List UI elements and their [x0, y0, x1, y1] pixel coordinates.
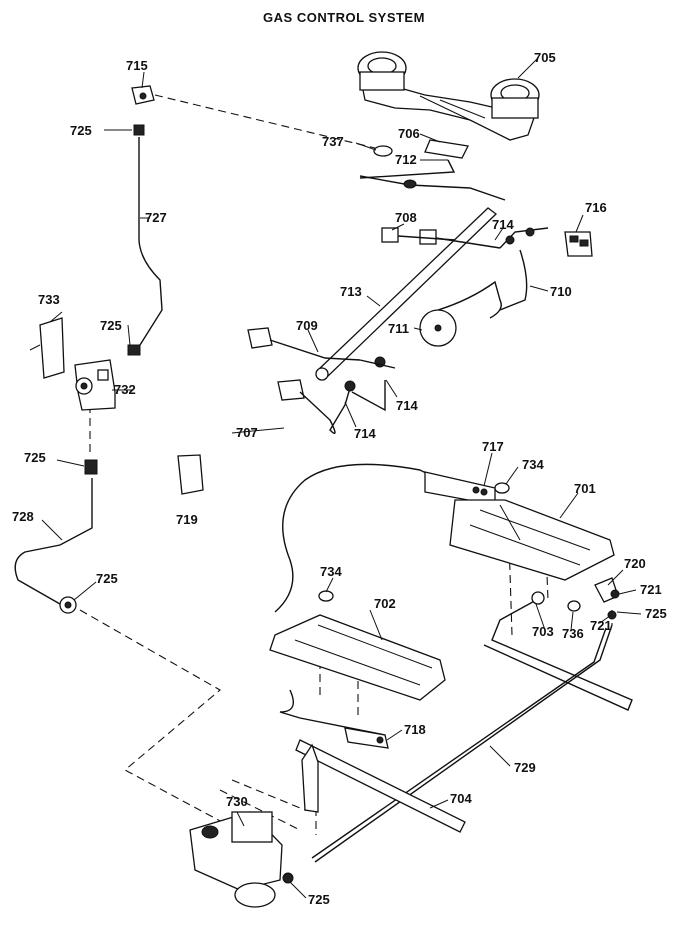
label-725: 725 [645, 606, 667, 621]
regulator-assembly [29, 317, 116, 411]
orifice-ring [373, 145, 393, 157]
label-727: 727 [145, 210, 167, 225]
top-burner-assembly [357, 51, 540, 141]
spreader-center [434, 324, 442, 332]
bake-burner-shield [269, 590, 446, 701]
label-729: 729 [514, 760, 536, 775]
label-709: 709 [296, 318, 318, 333]
bracket-clip [177, 454, 204, 495]
label-720: 720 [624, 556, 646, 571]
label-733: 733 [38, 292, 60, 307]
label-719: 719 [176, 512, 198, 527]
label-716: 716 [585, 200, 607, 215]
pilot-tube-2 [499, 249, 528, 311]
label-717: 717 [482, 439, 504, 454]
label-707: 707 [236, 425, 258, 440]
label-721: 721 [640, 582, 662, 597]
label-701: 701 [574, 481, 596, 496]
oven-igniter [279, 689, 389, 749]
label-702: 702 [374, 596, 396, 611]
label-721: 721 [590, 618, 612, 633]
ignition-switch [564, 231, 593, 257]
oven-thermostat-valve [189, 811, 294, 908]
label-736: 736 [562, 626, 584, 641]
label-718: 718 [404, 722, 426, 737]
leader-lines [41, 57, 642, 899]
label-725: 725 [100, 318, 122, 333]
label-734: 734 [320, 564, 342, 579]
label-714: 714 [492, 217, 514, 232]
label-725: 725 [96, 571, 118, 586]
label-728: 728 [12, 509, 34, 524]
pressure-regulator-tube [127, 85, 163, 356]
label-705: 705 [534, 50, 556, 65]
pilot-tube [437, 280, 502, 319]
lower-tube-assembly [14, 459, 98, 614]
label-710: 710 [550, 284, 572, 299]
label-714: 714 [396, 398, 418, 413]
label-714: 714 [354, 426, 376, 441]
label-706: 706 [398, 126, 420, 141]
burner-bracket [424, 139, 469, 159]
fitting [403, 179, 417, 189]
burner-valves [381, 227, 549, 249]
label-732: 732 [114, 382, 136, 397]
diagram-title: GAS CONTROL SYSTEM [263, 10, 425, 25]
label-704: 704 [450, 791, 472, 806]
bake-burner-tube [295, 739, 466, 833]
label-725: 725 [308, 892, 330, 907]
label-712: 712 [395, 152, 417, 167]
label-703: 703 [532, 624, 554, 639]
label-715: 715 [126, 58, 148, 73]
label-708: 708 [395, 210, 417, 225]
label-734: 734 [522, 457, 544, 472]
label-737: 737 [322, 134, 344, 149]
broiler-burner-shield [449, 499, 615, 581]
label-713: 713 [340, 284, 362, 299]
burner-tube-small [359, 159, 456, 179]
ignitor-tube [359, 175, 506, 201]
part-number-labels: 715 725 705 737 706 712 727 708 714 716 … [12, 50, 667, 907]
manifold-pipe [315, 207, 498, 381]
lower-valves [247, 327, 396, 434]
label-711: 711 [388, 321, 409, 336]
right-fittings [567, 577, 620, 620]
label-730: 730 [226, 794, 248, 809]
label-725: 725 [70, 123, 92, 138]
label-725: 725 [24, 450, 46, 465]
thermostat-bulb [274, 463, 510, 613]
